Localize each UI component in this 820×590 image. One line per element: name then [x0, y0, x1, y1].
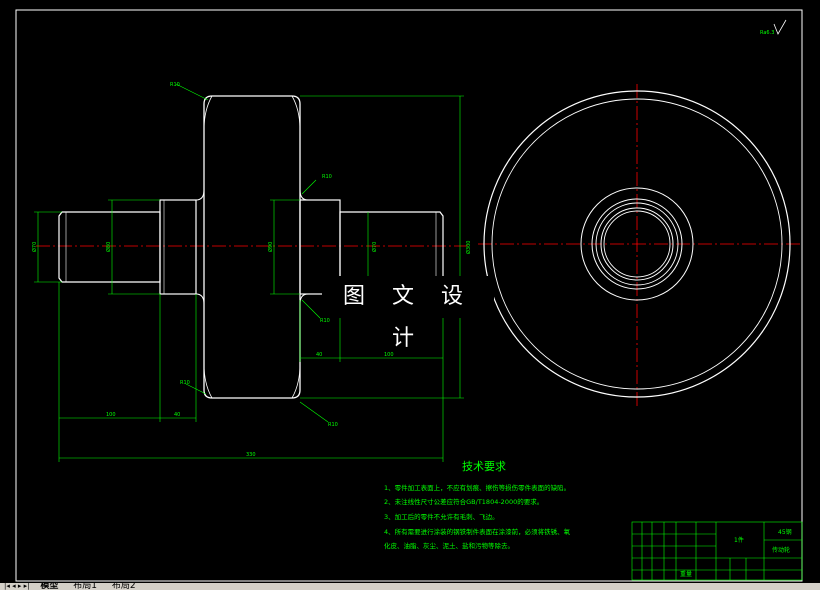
drawing-border — [15, 9, 803, 582]
front-view: Ø70 Ø80 Ø90 Ø70 Ø300 R10 R10 R10 R10 R10… — [31, 82, 472, 462]
len-right-shaft-text: 100 — [384, 352, 394, 358]
fillet-bottom-right-text: R10 — [328, 422, 338, 428]
roller-chamfer-circle — [491, 98, 783, 390]
roughness-mark-label: Ra6.3 — [760, 30, 774, 36]
leader-bottom-left — [185, 383, 207, 395]
dim-right-shaft-text: Ø70 — [371, 242, 378, 252]
fillet-top-left-text: R10 — [170, 82, 180, 88]
dim-left-shaft-text: Ø70 — [31, 242, 38, 252]
hub-circle-inner — [595, 202, 679, 286]
title-block — [631, 521, 803, 581]
roller-outer-circle — [483, 90, 791, 398]
roller-body — [203, 95, 301, 399]
len-right-step-text: 40 — [316, 352, 322, 358]
right-shaft — [339, 211, 444, 283]
leader-mid — [301, 299, 321, 319]
layout-tabs-bar: |◂ ◂ ▸ ▸| 模型 布局1 布局2 — [0, 583, 820, 590]
tech-item-5: 化皮、油脂、灰尘、泥土、盐和污物等除去。 — [384, 541, 514, 550]
len-left-shaft-text: 100 — [106, 412, 116, 418]
right-hub-fillet — [299, 189, 309, 305]
watermark-banner: 图 文 设 计 — [322, 276, 494, 351]
leader-top-right — [301, 179, 317, 195]
roller-fillet-left — [195, 189, 205, 305]
dim-collar-text: Ø80 — [105, 242, 112, 252]
tech-item-2: 2、未注线性尺寸公差应符合GB/T1804-2000的要求。 — [384, 497, 543, 506]
side-view — [478, 84, 800, 406]
shaft-circle-inner — [603, 210, 671, 278]
hub-circle-outer — [591, 198, 683, 290]
roller-chamfer-top — [203, 95, 301, 131]
collar-circle — [580, 187, 694, 301]
roughness-mark: Ra6.3 — [760, 19, 787, 36]
tech-requirements: 技术要求 1、零件加工表面上，不应有划痕、擦伤等损伤零件表面的缺陷。 2、未注线… — [384, 460, 571, 550]
tab-layout2[interactable]: 布局2 — [111, 583, 136, 590]
tab-model[interactable]: 模型 — [40, 583, 59, 590]
dim-hub-text: Ø90 — [267, 242, 274, 252]
fillet-mid-text: R10 — [320, 318, 330, 324]
left-collar — [159, 199, 197, 295]
fillet-bottom-left-text: R10 — [180, 380, 190, 386]
title-block-note: 重量 — [680, 570, 692, 578]
leader-top-left — [175, 83, 209, 101]
title-block-material: 45钢 — [778, 528, 792, 536]
tab-nav-arrows[interactable]: |◂ ◂ ▸ ▸| — [4, 583, 30, 590]
leader-bottom-right — [299, 401, 329, 423]
shaft-circle-outer — [600, 207, 674, 281]
overall-length-text: 330 — [246, 452, 256, 458]
tech-item-1: 1、零件加工表面上，不应有划痕、擦伤等损伤零件表面的缺陷。 — [384, 483, 570, 492]
roller-chamfer-bottom — [203, 363, 301, 399]
tech-item-3: 3、加工后的零件不允许有毛刺、飞边。 — [384, 512, 499, 521]
len-left-step-text: 40 — [174, 412, 180, 418]
tab-layout1[interactable]: 布局1 — [73, 583, 97, 590]
title-block-part-name: 传动轮 — [772, 546, 790, 554]
tech-title: 技术要求 — [462, 460, 506, 473]
dim-roller-text: Ø300 — [465, 241, 472, 254]
title-block-qty: 1件 — [734, 536, 744, 544]
tech-item-4: 4、所有需要进行涂装的钢铁制件表面在涂漆前，必须将铁锈、氧 — [384, 527, 571, 536]
fillet-top-right-text: R10 — [322, 174, 332, 180]
